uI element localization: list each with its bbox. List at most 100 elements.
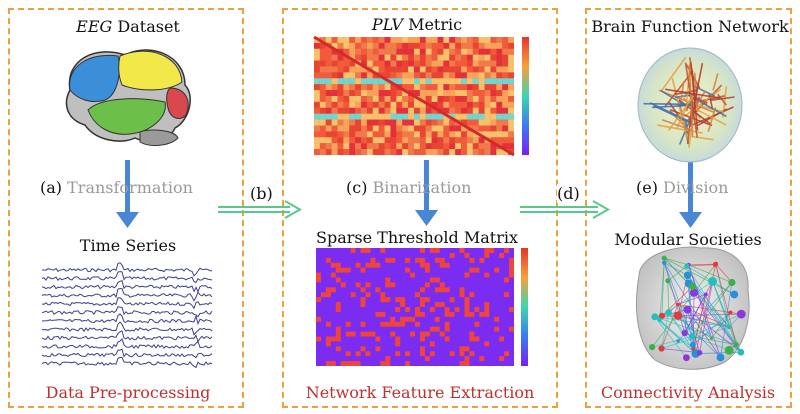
module-edge (688, 264, 733, 283)
plv-cell (314, 96, 320, 102)
plv-cell (419, 119, 426, 126)
sparse-cell (335, 346, 341, 352)
plv-cell (449, 66, 456, 73)
sparse-cell (385, 257, 391, 263)
plv-cell (396, 72, 403, 79)
sparse-cell (469, 336, 475, 342)
plv-cell (314, 42, 320, 49)
sparse-cell (459, 351, 465, 357)
plv-cell (484, 66, 491, 73)
plv-cell (372, 72, 379, 79)
sparse-cell (335, 326, 341, 332)
plv-cell (319, 143, 326, 150)
plv-cell (355, 84, 362, 91)
plv-cell (472, 78, 479, 85)
eeg-trace (41, 297, 213, 310)
plv-cell (319, 48, 326, 55)
plv-cell (408, 96, 414, 102)
plv-cell (325, 84, 332, 91)
sparse-cell (355, 351, 361, 357)
plv-cell (490, 149, 497, 155)
plv-cell (402, 125, 409, 132)
plv-cell (502, 101, 509, 108)
sparse-cell (415, 321, 420, 327)
plv-cell (449, 54, 456, 61)
plv-cell (408, 143, 414, 150)
plv-cell (466, 149, 473, 155)
module-edge (687, 275, 742, 353)
plv-cell (508, 90, 514, 96)
plv-cell (402, 48, 409, 55)
plv-cell (437, 72, 444, 79)
plv-cell (508, 137, 514, 144)
plv-cell (508, 125, 514, 132)
module-node (724, 345, 734, 355)
plv-cell (384, 125, 391, 132)
plv-cell (325, 113, 332, 120)
sparse-cell (419, 297, 425, 303)
eeg-trace (41, 330, 213, 344)
plv-cell (314, 48, 320, 55)
plv-cell (390, 101, 397, 108)
plv-cell (431, 90, 438, 96)
plv-cell (431, 125, 438, 132)
plv-cell (414, 48, 420, 55)
sparse-cell (479, 356, 485, 362)
plv-cell (508, 131, 514, 138)
sparse-cell (385, 321, 391, 327)
sparse-cell (415, 307, 420, 312)
sparse-cell (484, 311, 490, 317)
plv-cell (502, 90, 509, 96)
module-node (658, 312, 666, 319)
module-edge (684, 281, 713, 334)
sparse-cell (360, 302, 366, 307)
plv-cell (343, 107, 350, 114)
plv-cell (496, 54, 503, 61)
sparse-cell (350, 361, 356, 366)
plv-title-rest: Metric (402, 15, 463, 34)
plv-cell (472, 84, 479, 91)
sparse-cell (459, 346, 465, 352)
plv-cell (355, 143, 362, 150)
plv-cell (319, 113, 326, 120)
plv-cell (425, 119, 432, 126)
module-node (683, 354, 690, 362)
plv-cell (478, 125, 485, 132)
module-node (661, 255, 667, 261)
sparse-cell (434, 302, 440, 307)
sparse-cell (395, 307, 401, 312)
plv-cell (384, 84, 391, 91)
plv-cell (502, 119, 509, 126)
network-edge (643, 102, 693, 106)
plv-cell (372, 149, 379, 155)
plv-cell (319, 119, 326, 126)
plv-cell (314, 54, 320, 61)
sparse-cell (365, 331, 371, 337)
sparse-cell (469, 331, 475, 337)
eeg-trace (41, 279, 213, 293)
plv-cell (408, 107, 414, 114)
plv-cell (431, 72, 438, 79)
sparse-cell (405, 351, 411, 357)
plv-cell (455, 84, 462, 91)
plv-cell (372, 143, 379, 150)
plv-cell (331, 72, 338, 79)
module-edge (693, 292, 742, 353)
connector-d-label: (d) (557, 184, 580, 203)
sparse-cell (499, 252, 505, 258)
sparse-cell (504, 277, 510, 283)
plv-cell (402, 78, 409, 85)
plv-cell (449, 72, 456, 79)
plv-cell (378, 54, 385, 61)
sparse-cell (464, 272, 470, 278)
plv-cell (496, 48, 503, 55)
plv-metric-title: PLV Metric (372, 15, 462, 34)
sparse-cell (400, 297, 406, 303)
plv-cell (337, 101, 344, 108)
plv-cell (490, 84, 497, 91)
plv-cell (461, 125, 467, 132)
sparse-cell (424, 297, 430, 303)
plv-cell (325, 72, 332, 79)
plv-cell (349, 119, 356, 126)
plv-cell (419, 101, 426, 108)
